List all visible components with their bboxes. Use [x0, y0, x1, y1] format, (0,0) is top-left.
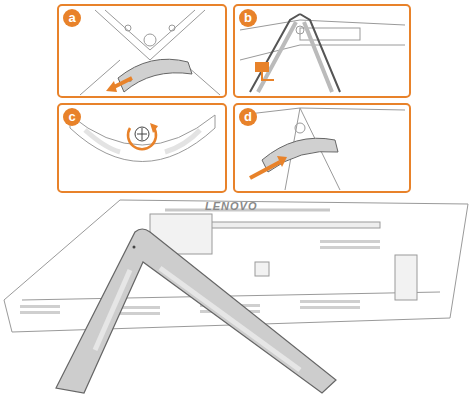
- step-a-illustration: [80, 10, 220, 95]
- rotation-arrow: [128, 128, 156, 149]
- stand: [56, 229, 336, 393]
- step-panel: c: [57, 103, 227, 193]
- step-letter: c: [63, 108, 81, 126]
- step-panel: a: [57, 4, 227, 98]
- step-letter: b: [239, 9, 257, 27]
- brand-logo: LENOVO: [205, 200, 257, 212]
- step-panel: d: [233, 103, 411, 193]
- step-letter: a: [63, 9, 81, 27]
- arrow-head: [277, 156, 287, 167]
- step-d-illustration: [240, 108, 405, 190]
- step-c-illustration: [70, 115, 215, 162]
- connector-part: [255, 62, 269, 72]
- install-arrow: [250, 162, 280, 178]
- step-letter: d: [239, 108, 257, 126]
- connector-lead: [262, 72, 274, 80]
- arrow-head: [150, 123, 158, 133]
- arrow-head: [106, 81, 117, 92]
- step-b-illustration: [240, 14, 405, 92]
- step-panel: b: [233, 4, 411, 98]
